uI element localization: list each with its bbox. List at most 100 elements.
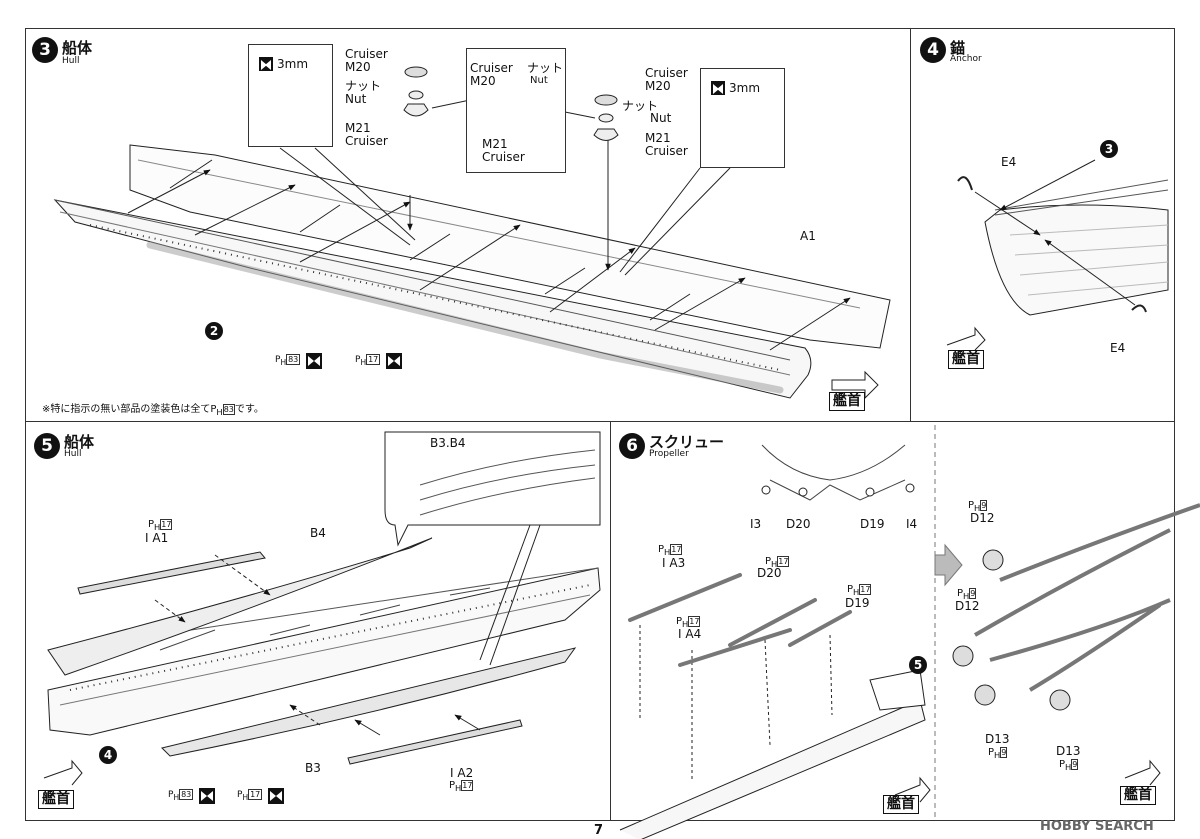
- paint-code: 17: [248, 789, 263, 801]
- step-4-number: 4: [920, 37, 946, 63]
- flag-icon: [199, 788, 216, 804]
- watermark: HOBBY SEARCH: [1040, 819, 1154, 834]
- label-d19: D19: [845, 596, 870, 610]
- label-d13-right: D13: [1056, 744, 1081, 758]
- drill-icon: [711, 81, 725, 95]
- bow-marker-step3: 艦首: [829, 392, 865, 411]
- label-m21-left: M21 Cruiser: [345, 121, 388, 148]
- label-d12-mid: D12: [955, 599, 980, 613]
- paint-code: 9: [1000, 747, 1008, 758]
- bow-label: 艦首: [1120, 786, 1156, 805]
- paint-ph17-d19: PH17: [847, 584, 872, 597]
- inset-mount-detail: [466, 48, 566, 173]
- flag-icon: [306, 353, 323, 369]
- ref-step-2: 2: [205, 322, 223, 340]
- label-d12-top: D12: [970, 511, 995, 525]
- paint-code: 17: [670, 544, 683, 555]
- label-part-a1: A1: [800, 229, 816, 243]
- paint-ph17-ia2: PH17: [449, 780, 474, 793]
- label-nut-en-left: Nut: [345, 92, 367, 106]
- paint-ph17-ia4: PH17: [676, 616, 701, 629]
- bow-marker-step4: 艦首: [948, 350, 984, 369]
- paint-code: 9: [1071, 759, 1079, 770]
- paint-code: 83: [179, 789, 194, 801]
- label-cruiser-m20-left: Cruiser M20: [345, 47, 388, 74]
- paint-ph17-d20: PH17: [765, 556, 790, 569]
- label-nut-jp-right: ナット: [622, 99, 659, 113]
- paint-note-text: ※特に指示の無い部品の塗装色は全て: [42, 404, 211, 415]
- deck-part-a1: [129, 144, 891, 349]
- step-4-subtitle: Anchor: [950, 54, 982, 64]
- part-b4-shape: [47, 537, 433, 676]
- drill-size-right: 3mm: [729, 81, 761, 95]
- step-5-subtitle: Hull: [64, 449, 82, 459]
- step-5-title: 船体: [64, 433, 95, 451]
- paint-ph9-d13-left: PH9: [988, 747, 1008, 760]
- drill-size-left: 3mm: [277, 57, 309, 71]
- paint-ph17-ia3: PH17: [658, 544, 683, 557]
- anchor-bow: [984, 204, 1169, 316]
- step-4-title: 錨: [950, 39, 966, 57]
- label-cruiser-m20-mid: Cruiser M20: [470, 61, 513, 88]
- inset-3mm-right: 3mm: [700, 68, 785, 168]
- label-nut-jp-mid: ナット: [527, 61, 564, 75]
- label-d19-top: D19: [860, 517, 885, 531]
- paint-ph9-d13-right: PH9: [1059, 759, 1079, 772]
- label-b4: B4: [310, 526, 326, 540]
- bow-marker-step5: 艦首: [38, 790, 74, 809]
- paint-code: 17: [688, 616, 701, 627]
- inset-3mm-left: 3mm: [248, 44, 333, 147]
- paint-ph9-d12-mid: PH9: [957, 588, 977, 601]
- paint-code: 17: [366, 354, 381, 366]
- label-nut-en-right: Nut: [650, 111, 672, 125]
- flag-icon: [386, 353, 403, 369]
- label-cruiser-m20-right: Cruiser M20: [645, 66, 688, 93]
- bow-label: 艦首: [883, 795, 919, 814]
- label-m21-right: M21 Cruiser: [645, 131, 688, 158]
- step-6-frame: [610, 421, 1175, 821]
- label-ia4: I A4: [678, 627, 702, 641]
- step-3-subtitle: Hull: [62, 56, 80, 66]
- label-m21-mid: M21 Cruiser: [482, 137, 525, 164]
- label-d13-left: D13: [985, 732, 1010, 746]
- paint-note-tail: です。: [234, 404, 264, 415]
- step-3-number: 3: [32, 37, 58, 63]
- flag-icon: [268, 788, 285, 804]
- label-ia1: I A1: [145, 531, 169, 545]
- part-b3-shape: [161, 647, 577, 757]
- paint-code: 17: [859, 584, 872, 595]
- label-d20: D20: [757, 566, 782, 580]
- label-b3: B3: [305, 761, 321, 775]
- step-6-subtitle: Propeller: [649, 449, 689, 459]
- step-6-title: スクリュー: [649, 433, 725, 451]
- paint-code: 9: [969, 588, 977, 599]
- paint-code: 17: [777, 556, 790, 567]
- label-i4-top: I4: [906, 517, 918, 531]
- paint-ph17-ia1: PH17: [148, 519, 173, 532]
- label-b3-b4-inset: B3.B4: [430, 436, 466, 450]
- ref-step-4: 4: [99, 746, 117, 764]
- bow-label: 艦首: [38, 790, 74, 809]
- bow-label: 艦首: [948, 350, 984, 369]
- label-nut-jp-left: ナット: [345, 79, 382, 93]
- step-6-number: 6: [619, 433, 645, 459]
- page-number: 7: [594, 823, 604, 838]
- label-nut-en-mid: Nut: [530, 75, 548, 86]
- ref-step-5: 5: [909, 656, 927, 674]
- label-ia2: I A2: [450, 766, 474, 780]
- paint-code: 83: [222, 404, 235, 415]
- paint-code: 17: [461, 780, 474, 791]
- bow-marker-step6-left: 艦首: [883, 795, 919, 814]
- label-i3-top: I3: [750, 517, 762, 531]
- paint-note: ※特に指示の無い部品の塗装色は全てPH83です。: [42, 404, 264, 417]
- drill-icon: [259, 57, 273, 71]
- label-d20-top: D20: [786, 517, 811, 531]
- paint-code: 83: [286, 354, 301, 366]
- label-e4-top: E4: [1001, 155, 1017, 169]
- ref-step-3: 3: [1100, 140, 1118, 158]
- paint-code: 9: [980, 500, 988, 511]
